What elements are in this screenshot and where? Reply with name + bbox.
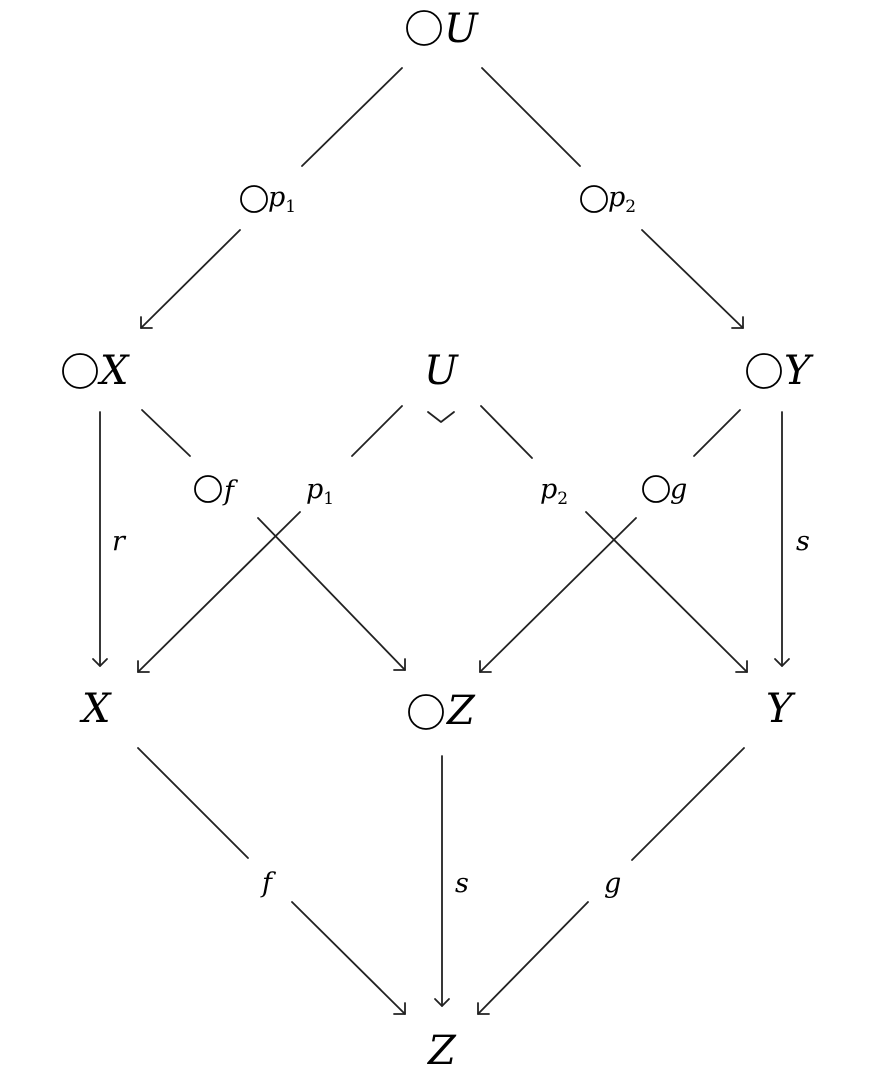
label-s-right: s [796, 526, 810, 557]
arrow-f [137, 747, 406, 1015]
node-u: U [424, 348, 459, 394]
circle-symbol [580, 185, 608, 213]
label-g: g [604, 868, 621, 899]
label-s-mid: s [455, 868, 469, 899]
node-circ-x: X [62, 348, 130, 394]
svg-text:p2: p2 [540, 474, 568, 509]
node-label: Y [784, 348, 814, 394]
circle-symbol [240, 185, 268, 213]
arrow-s-mid [434, 755, 450, 1007]
label-circ-g: g [642, 474, 687, 505]
label-subscript: 1 [323, 489, 334, 509]
node-label: U [424, 348, 459, 394]
arrow-p2 [480, 405, 748, 673]
node-label: Z [445, 688, 476, 734]
arrow-circ-g [479, 409, 741, 673]
label-subscript: 1 [285, 197, 296, 217]
node-top-circ-u: U [406, 6, 479, 52]
label-main: g [670, 474, 687, 505]
arrow-circ-p1 [140, 67, 403, 329]
label-main: p [608, 182, 625, 213]
node-label: Y [766, 686, 796, 732]
label-main: p [306, 474, 323, 505]
label-main: s [796, 526, 810, 557]
label-p1: p1 [306, 474, 334, 509]
circle-symbol [406, 10, 442, 46]
label-main: f [222, 476, 238, 507]
circle-symbol [642, 475, 670, 503]
label-main: g [604, 868, 621, 899]
label-f: f [260, 868, 276, 899]
arrow-p1 [137, 405, 403, 673]
label-main: p [540, 474, 557, 505]
node-circ-y: Y [746, 348, 814, 394]
node-y: Y [766, 686, 796, 732]
arrow-circ-p2 [481, 67, 744, 329]
node-x: X [79, 686, 112, 732]
node-label: Z [426, 1028, 457, 1074]
svg-text:p1: p1 [306, 474, 334, 509]
check-mark [427, 411, 455, 423]
arrow-g [477, 747, 745, 1015]
arrow-s-right [774, 411, 790, 667]
label-main: f [260, 868, 276, 899]
label-circ-f: f [194, 475, 238, 507]
label-circ-p2: p2 [580, 182, 636, 217]
label-main: p [268, 182, 285, 213]
svg-text:p2: p2 [608, 182, 636, 217]
circle-symbol [194, 475, 222, 503]
node-label: X [97, 348, 130, 394]
circle-symbol [408, 694, 444, 730]
label-main: r [112, 526, 127, 557]
arrow-r [92, 411, 108, 667]
circle-symbol [746, 353, 782, 389]
label-main: s [455, 868, 469, 899]
label-subscript: 2 [625, 197, 636, 217]
arrow-circ-f [141, 409, 406, 671]
node-label: U [444, 6, 479, 52]
circle-symbol [62, 353, 98, 389]
node-label: X [79, 686, 112, 732]
label-circ-p1: p1 [240, 182, 296, 217]
node-z: Z [426, 1028, 457, 1074]
label-subscript: 2 [557, 489, 568, 509]
label-r: r [112, 526, 127, 557]
node-circ-z: Z [408, 688, 476, 734]
label-p2: p2 [540, 474, 568, 509]
svg-text:p1: p1 [268, 182, 296, 217]
